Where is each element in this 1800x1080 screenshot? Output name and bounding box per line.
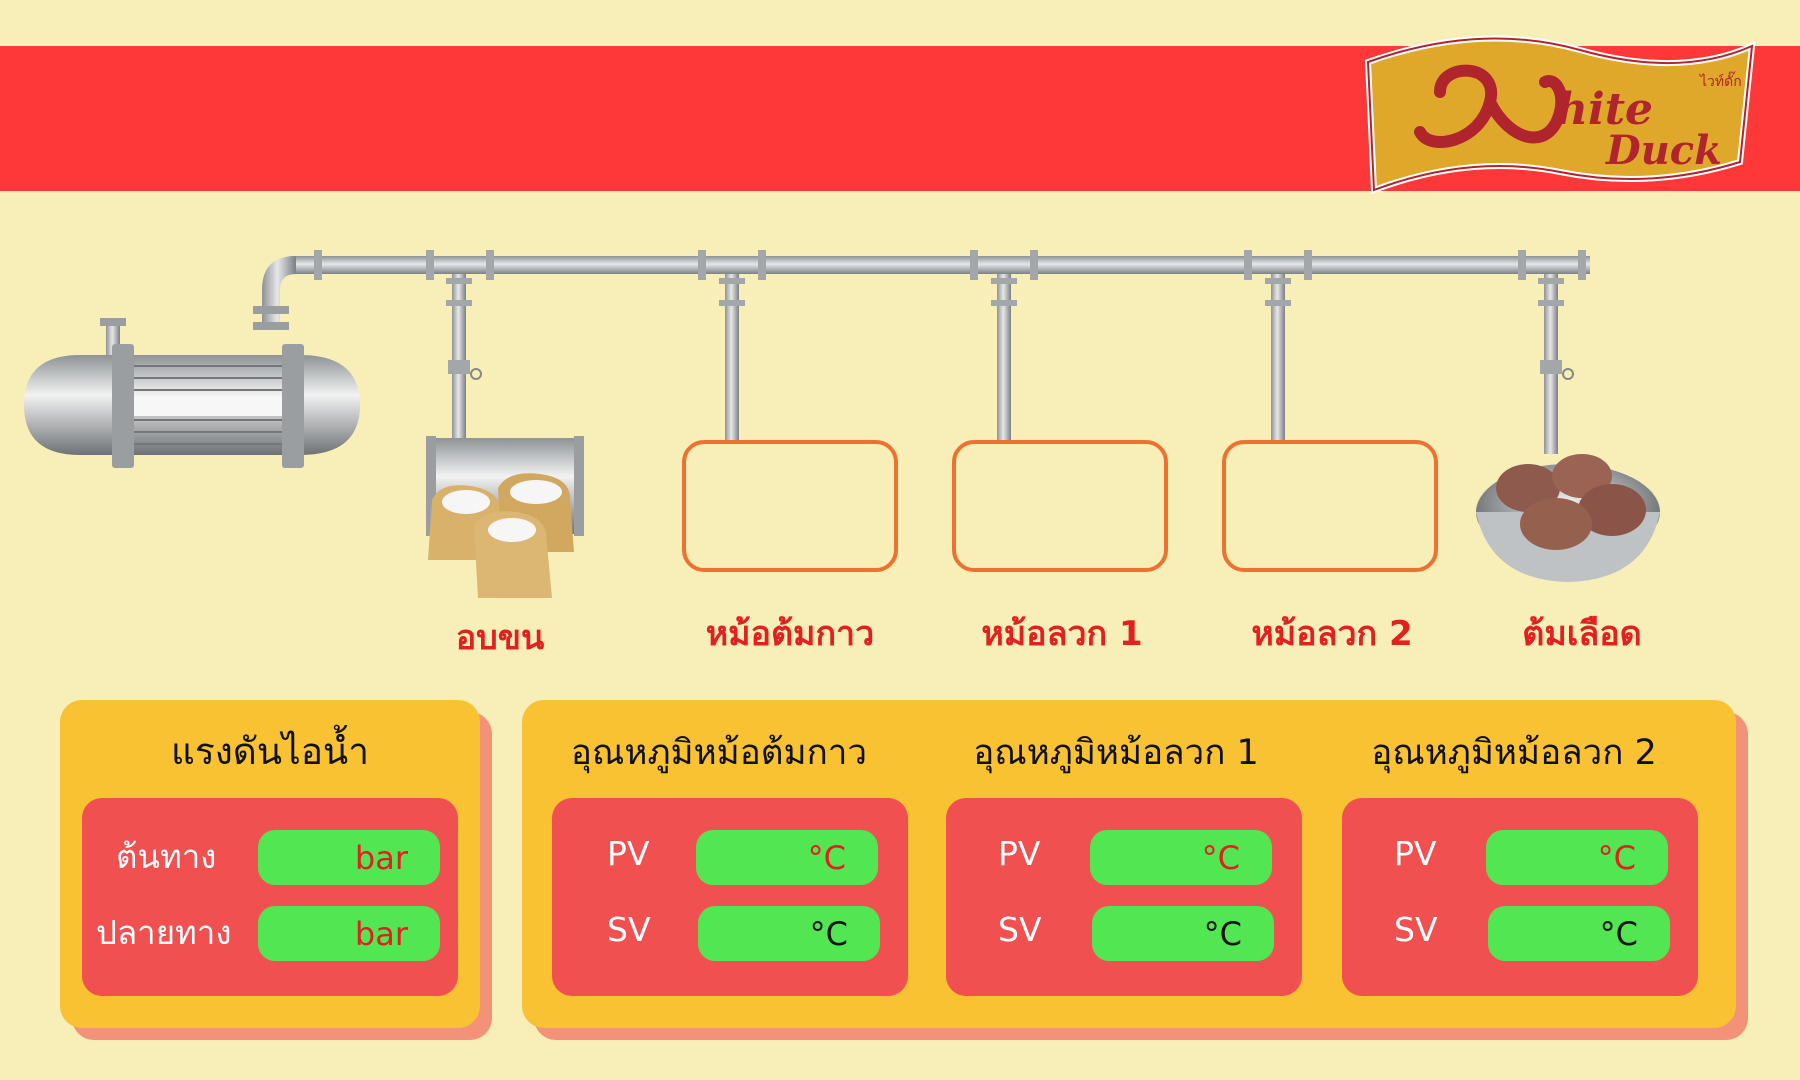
scald-pot-1-pv-label: PV — [998, 834, 1041, 873]
glue-pot-sv-label: SV — [607, 910, 651, 949]
scald-pot-2-temp-inner: PV °C SV °C — [1342, 798, 1698, 996]
logo-thai-caption: ไวท์ดั๊ก — [1699, 71, 1742, 90]
steam-pressure-inner: ต้นทาง bar ปลายทาง bar — [82, 798, 458, 996]
boiler-tank-icon — [24, 318, 360, 468]
destination-pressure-field[interactable]: bar — [258, 906, 440, 961]
glue-pot-pv-unit: °C — [807, 838, 846, 877]
scald-pot-1-sv-field[interactable]: °C — [1092, 906, 1274, 961]
destination-pressure-unit: bar — [354, 914, 408, 953]
main-steam-pipe — [290, 256, 1590, 274]
logo-text-bottom: Duck — [1605, 127, 1722, 174]
station-label-blood-boil: ต้มเลือด — [1522, 614, 1642, 654]
steam-pressure-panel: แรงดันไอน้ำ ต้นทาง bar ปลายทาง bar — [60, 700, 480, 1028]
glue-pot-pv-field[interactable]: °C — [696, 830, 878, 885]
scald-pot-2-box — [1222, 440, 1438, 572]
steam-pressure-title: แรงดันไอน้ำ — [170, 730, 369, 773]
blood-bowl-icon — [1476, 454, 1660, 582]
station-label-scald-pot-1: หม้อลวก 1 — [981, 614, 1143, 654]
scald-pot-1-pv-field[interactable]: °C — [1090, 830, 1272, 885]
glue-pot-box — [682, 440, 898, 572]
glue-pot-temp-title: อุณหภูมิหม้อต้มกาว — [570, 733, 868, 773]
source-pressure-unit: bar — [354, 838, 408, 877]
valve-icon — [1540, 360, 1574, 380]
scald-pot-2-pv-label: PV — [1394, 834, 1437, 873]
scald-pot-1-sv-unit: °C — [1203, 914, 1242, 953]
valve-icon — [448, 360, 482, 380]
station-label-scald-pot-2: หม้อลวก 2 — [1251, 614, 1413, 654]
feather-sacks-icon — [428, 473, 574, 598]
glue-pot-sv-unit: °C — [809, 914, 848, 953]
scald-pot-1-sv-label: SV — [998, 910, 1042, 949]
scald-pot-2-temp-title: อุณหภูมิหม้อลวก 2 — [1371, 733, 1657, 773]
scald-pot-1-temp-title: อุณหภูมิหม้อลวก 1 — [973, 733, 1259, 773]
station-label-oven: อบขน — [455, 618, 545, 658]
scald-pot-1-box — [952, 440, 1168, 572]
white-duck-logo: hite Duck ไวท์ดั๊ก — [1364, 35, 1756, 195]
source-label: ต้นทาง — [116, 837, 217, 876]
scald-pot-2-pv-field[interactable]: °C — [1486, 830, 1668, 885]
glue-pot-sv-field[interactable]: °C — [698, 906, 880, 961]
scald-pot-1-pv-unit: °C — [1201, 838, 1240, 877]
scald-pot-1-temp-inner: PV °C SV °C — [946, 798, 1302, 996]
source-pressure-field[interactable]: bar — [258, 830, 440, 885]
scald-pot-2-sv-field[interactable]: °C — [1488, 906, 1670, 961]
temperature-panel: อุณหภูมิหม้อต้มกาว PV °C SV °C อุณหภูมิห… — [522, 700, 1736, 1028]
glue-pot-pv-label: PV — [607, 834, 650, 873]
scald-pot-2-sv-unit: °C — [1599, 914, 1638, 953]
scald-pot-2-pv-unit: °C — [1597, 838, 1636, 877]
logo-text-top: hite — [1556, 84, 1653, 135]
steam-piping-diagram — [24, 250, 1660, 598]
glue-pot-temp-inner: PV °C SV °C — [552, 798, 908, 996]
scald-pot-2-sv-label: SV — [1394, 910, 1438, 949]
station-label-glue-pot: หม้อต้มกาว — [705, 614, 875, 654]
destination-label: ปลายทาง — [96, 913, 232, 952]
